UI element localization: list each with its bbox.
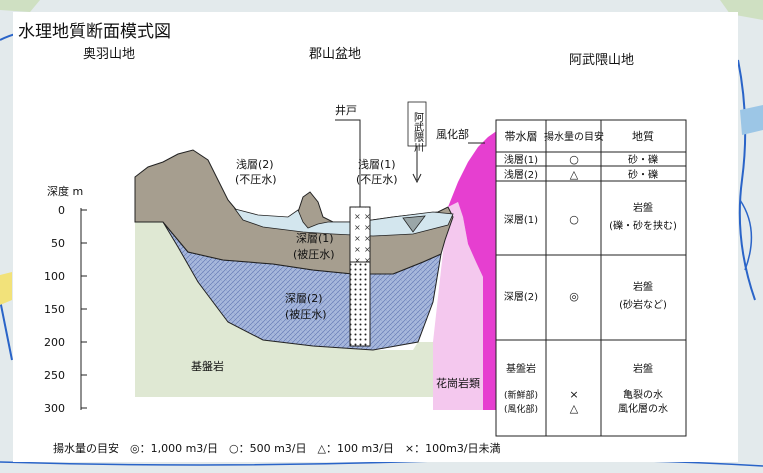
shallow-aquifer: [234, 208, 454, 237]
row2-geology: 砂・礫: [628, 168, 658, 181]
row2-yield: △: [570, 168, 579, 181]
shallow2-type: (不圧水): [235, 173, 277, 186]
depth-tick-200: 200: [44, 336, 65, 349]
shallow2-label: 浅層(2): [236, 158, 274, 171]
deep2-type: (被圧水): [285, 308, 327, 321]
granite-layer: [433, 202, 483, 410]
well-label: 井戸: [335, 103, 357, 117]
row1-yield: ○: [569, 153, 579, 166]
table-header-yield: 揚水量の目安: [544, 130, 604, 143]
row4-yield: ◎: [569, 290, 579, 303]
bedrock-layer: [135, 177, 433, 397]
row5-geology-main: 岩盤: [633, 362, 653, 375]
depth-tick-100: 100: [44, 270, 65, 283]
shallow1-label: 浅層(1): [358, 158, 396, 171]
depth-axis-ticks: [81, 209, 87, 409]
row3-yield: ○: [569, 213, 579, 226]
weathered-label: 風化部: [436, 127, 469, 141]
table-header-geology: 地質: [632, 129, 654, 143]
row4-layer: 深層(2): [504, 291, 538, 303]
river-channel: [402, 215, 426, 233]
region-label-center: 郡山盆地: [309, 47, 361, 62]
depth-axis-label: 深度 m: [47, 184, 83, 198]
depth-tick-250: 250: [44, 369, 65, 382]
row3-geology-note: (礫・砂を挟む): [609, 219, 677, 232]
row5-geology-weathered: 風化層の水: [618, 402, 668, 415]
row2-layer: 浅層(2): [504, 168, 538, 181]
depth-tick-300: 300: [44, 402, 65, 415]
diagram-panel: × 水理地質断面模式図 奥羽山地 郡山盆地 阿武隈山地 深度 m 0 50: [13, 12, 738, 462]
row5-layer-weathered: (風化部): [504, 403, 538, 415]
row5-layer-fresh: (新鮮部): [504, 389, 538, 401]
shallow1-type: (不圧水): [356, 173, 398, 186]
row4-geology-note: (砂岩など): [619, 298, 667, 311]
diagram-title: 水理地質断面模式図: [18, 22, 171, 42]
well-casing-upper: [349, 206, 371, 263]
weathered-zone: [448, 130, 498, 410]
row3-geology-main: 岩盤: [633, 201, 653, 214]
deep1-label: 深層(1): [296, 232, 334, 245]
region-label-left: 奥羽山地: [83, 47, 135, 62]
depth-tick-0: 0: [58, 204, 65, 217]
row5-yield-fresh: ×: [569, 388, 578, 401]
river-arrow-head: [412, 173, 422, 184]
depth-tick-150: 150: [44, 303, 65, 316]
river-label: 阿武隈川: [412, 112, 424, 152]
yield-legend: 揚水量の目安 ◎：1,000 m3/日 ○：500 m3/日 △：100 m3/…: [53, 442, 501, 455]
deep1-type: (被圧水): [293, 248, 335, 261]
row5-layer-main: 基盤岩: [506, 362, 536, 375]
depth-tick-50: 50: [51, 237, 65, 250]
region-label-right: 阿武隈山地: [569, 53, 634, 68]
deep2-label: 深層(2): [285, 292, 323, 305]
row5-geology-crack: 亀裂の水: [623, 388, 663, 401]
aquifer-table: 帯水層 揚水量の目安 地質 浅層(1) ○ 砂・礫 浅層(2) △ 砂・礫 深層…: [495, 119, 687, 437]
row3-layer: 深層(1): [504, 214, 538, 226]
row4-geology-main: 岩盤: [633, 280, 653, 293]
table-header-layer: 帯水層: [505, 130, 538, 143]
bedrock-label: 基盤岩: [191, 359, 224, 373]
well-leader-line: [335, 119, 361, 207]
row1-geology: 砂・礫: [628, 153, 658, 166]
granite-label: 花崗岩類: [436, 376, 480, 390]
row5-yield-weathered: △: [570, 402, 579, 415]
row1-layer: 浅層(1): [504, 153, 538, 166]
cross-section: × 水理地質断面模式図 奥羽山地 郡山盆地 阿武隈山地 深度 m 0 50: [18, 22, 687, 437]
well-casing-lower: [349, 261, 371, 347]
